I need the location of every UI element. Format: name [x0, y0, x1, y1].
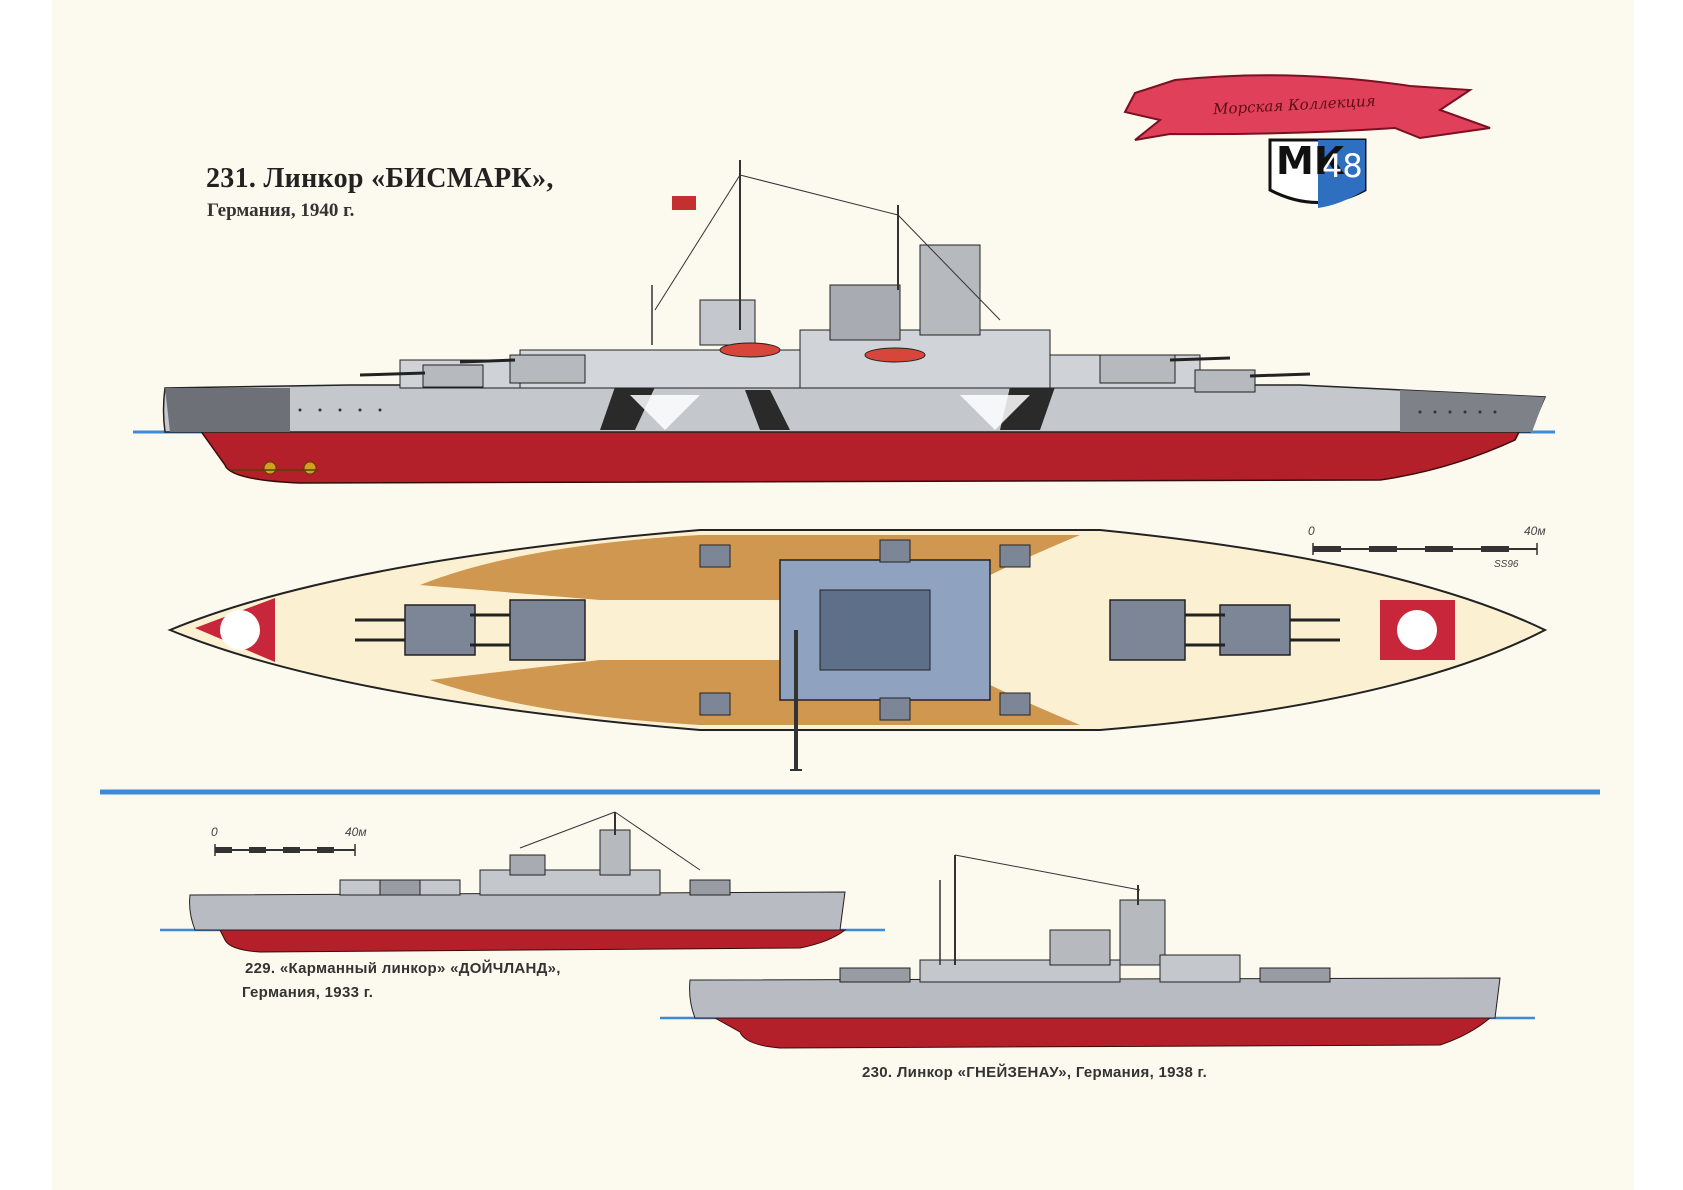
bismarck-hull-red: [165, 429, 1522, 484]
logo-shield: [1268, 138, 1367, 208]
deutschland-side-view: [160, 811, 885, 953]
scale-bar-bottom: [214, 844, 356, 856]
gneisenau-side-view: [660, 854, 1535, 1049]
scale-bottom-end: 40м: [345, 825, 367, 839]
logo-number: 48: [1322, 147, 1363, 185]
scale-top-end: 40м: [1524, 524, 1546, 538]
stern-flag: [195, 598, 275, 662]
bismarck-deck-plan: [167, 529, 1548, 771]
bismarck-hull-grey: [162, 384, 1547, 433]
scale-bar-top: [1312, 543, 1538, 555]
scale-top-start: 0: [1308, 524, 1315, 538]
deutschland-caption-line2: Германия, 1933 г.: [242, 984, 374, 1001]
bismarck-title: 231. Линкор «БИСМАРК»,: [206, 163, 554, 194]
logo-ribbon: [1123, 74, 1491, 141]
artist-signature: SS96: [1494, 559, 1519, 570]
logo-letters: МК: [1276, 139, 1345, 183]
deutschland-caption-line1: 229. «Карманный линкор» «ДОЙЧЛАНД»,: [245, 960, 561, 977]
scale-bottom-start: 0: [211, 825, 218, 839]
bow-flag: [1380, 600, 1455, 660]
collection-logo: [1123, 74, 1491, 208]
bismarck-side-view: [133, 160, 1555, 484]
bismarck-subtitle: Германия, 1940 г.: [207, 200, 355, 221]
gneisenau-caption: 230. Линкор «ГНЕЙЗЕНАУ», Германия, 1938 …: [862, 1064, 1208, 1081]
